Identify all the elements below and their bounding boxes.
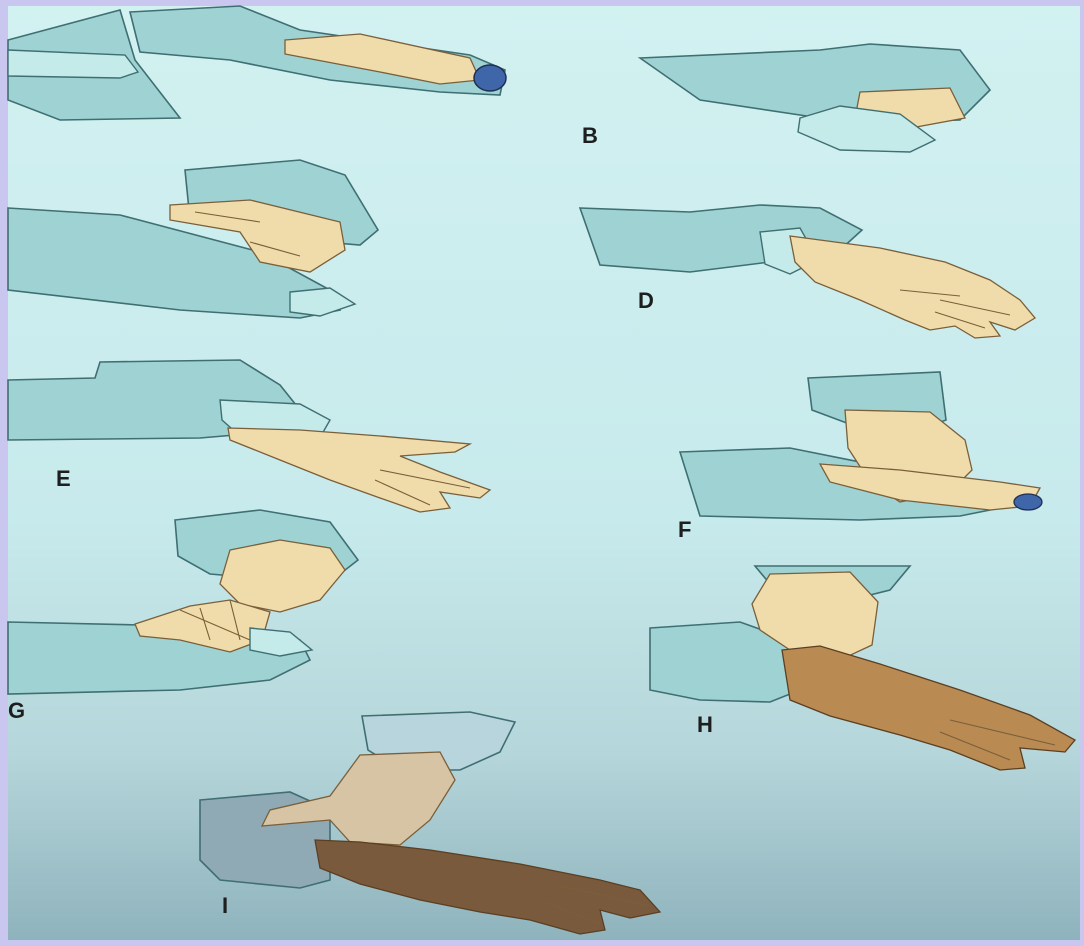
panel-i-label: I [222, 893, 228, 918]
panel-f-glove-opening [1014, 494, 1042, 510]
panel-b-label: B [582, 123, 598, 148]
panel-a-glove-cuff-opening [474, 65, 506, 91]
panel-e-label: E [56, 466, 71, 491]
panel-f-label: F [678, 517, 691, 542]
panel-h-label: H [697, 712, 713, 737]
panel-a-cuff [8, 50, 138, 78]
panel-d-label: D [638, 288, 654, 313]
panel-g-label: G [8, 698, 25, 723]
